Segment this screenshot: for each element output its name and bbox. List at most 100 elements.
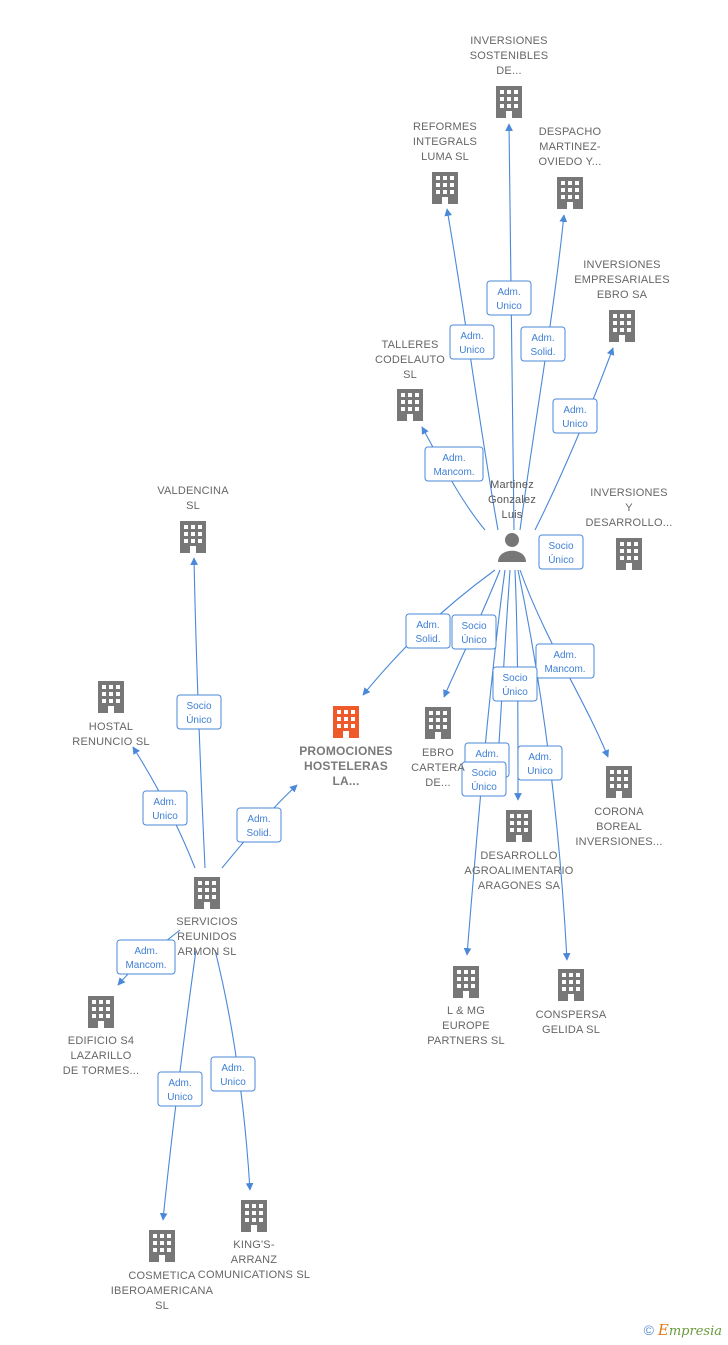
role-badge[interactable]: Adm.Unico	[449, 324, 495, 360]
node-label: INVERSIONES	[470, 35, 547, 47]
role-badge-label: Unico	[152, 811, 178, 822]
role-badge-label: Unico	[167, 1092, 193, 1103]
node-label: COSMETICA	[128, 1270, 196, 1282]
role-badge-label: Único	[471, 780, 497, 793]
node-ebro[interactable]: EBROCARTERADE...	[411, 707, 465, 789]
role-badge-label: Único	[461, 633, 487, 646]
node-label: CONSPERSA	[536, 1009, 607, 1021]
node-label: EBRO SA	[597, 289, 648, 301]
role-badge[interactable]: Adm. Unico	[517, 745, 563, 781]
role-badge[interactable]: Adm. Mancom.	[424, 446, 484, 482]
role-badge-label: Unico	[459, 345, 485, 356]
node-label: LA...	[333, 774, 360, 788]
building-icon	[425, 707, 451, 739]
role-badge-box	[461, 761, 507, 797]
node-label: HOSTELERAS	[304, 759, 388, 773]
role-badge-box	[517, 745, 563, 781]
role-badge[interactable]: Adm.Mancom.	[116, 939, 176, 975]
node-label: VALDENCINA	[157, 485, 229, 497]
role-badge[interactable]: Adm.Unico	[552, 398, 598, 434]
role-badge-label: Socio	[461, 621, 486, 632]
role-badge[interactable]: Adm.Solid.	[236, 807, 282, 843]
building-icon	[241, 1200, 267, 1232]
node-label: RENUNCIO SL	[72, 736, 149, 748]
node-label: INVERSIONES...	[575, 836, 662, 848]
role-badge-box	[486, 280, 532, 316]
node-label: PROMOCIONES	[299, 744, 393, 758]
role-badge-label: Unico	[220, 1077, 246, 1088]
role-badge[interactable]: Adm.Unico	[142, 790, 188, 826]
role-badge-label: Mancom.	[433, 467, 474, 478]
role-badge-box	[116, 939, 176, 975]
role-badge-label: Socio	[502, 673, 527, 684]
node-label: ARAGONES SA	[478, 880, 561, 892]
edge-person-to-reformes	[444, 208, 499, 531]
role-badge-label: Mancom.	[125, 960, 166, 971]
node-label: TALLERES	[381, 339, 438, 351]
node-corona[interactable]: CORONABOREALINVERSIONES...	[575, 766, 662, 848]
role-badge-box	[449, 324, 495, 360]
node-label: SERVICIOS	[176, 916, 238, 928]
role-badge[interactable]: Adm. Solid.	[520, 326, 566, 362]
role-badge-label: Solid.	[530, 347, 555, 358]
building-icon	[557, 177, 583, 209]
role-badge-box	[535, 643, 595, 679]
role-badge[interactable]: Adm.Unico	[486, 280, 532, 316]
person-icon	[498, 533, 526, 562]
role-badge[interactable]: Adm.Unico	[157, 1071, 203, 1107]
node-label: Y	[625, 502, 633, 514]
role-badge-box	[552, 398, 598, 434]
copyright-symbol: ©	[643, 1322, 654, 1338]
building-icon	[609, 310, 635, 342]
node-inv_sostenibles[interactable]: INVERSIONESSOSTENIBLESDE...	[470, 35, 549, 118]
building-icon	[333, 706, 359, 738]
building-icon	[88, 996, 114, 1028]
role-badge-box	[210, 1056, 256, 1092]
node-label: SL	[186, 500, 200, 512]
role-badge[interactable]: Adm.Mancom.	[535, 643, 595, 679]
role-badge-box	[538, 534, 584, 570]
role-badge-label: Mancom.	[544, 664, 585, 675]
role-badge[interactable]: Adm.Solid.	[405, 613, 451, 649]
role-badge-box	[236, 807, 282, 843]
role-badge-label: Adm.	[531, 333, 554, 344]
role-badge-label: Adm.	[497, 287, 520, 298]
role-badge-label: Solid.	[246, 828, 271, 839]
role-badge-label: Adm.	[442, 453, 465, 464]
node-label: Luis	[502, 509, 523, 521]
role-badge-box	[424, 446, 484, 482]
role-badge-label: Adm.	[528, 752, 551, 763]
node-valdencina[interactable]: VALDENCINA SL	[157, 485, 229, 553]
footer-brand[interactable]: ©Empresia	[644, 1321, 722, 1339]
node-label: ARMON SL	[177, 946, 236, 958]
node-label: MARTINEZ-	[539, 141, 601, 153]
node-label: COMUNICATIONS SL	[198, 1269, 310, 1281]
node-hostal[interactable]: HOSTAL RENUNCIO SL	[72, 681, 149, 748]
node-inv_desarrollo[interactable]: INVERSIONESYDESARROLLO...	[586, 487, 673, 570]
role-badge-label: Adm.	[221, 1063, 244, 1074]
building-icon	[180, 521, 206, 553]
role-badge-label: Solid.	[415, 634, 440, 645]
role-badge[interactable]: Adm. Unico	[210, 1056, 256, 1092]
node-label: HOSTAL	[89, 721, 133, 733]
role-badge-label: Unico	[527, 766, 553, 777]
node-promociones[interactable]: PROMOCIONESHOSTELERASLA...	[299, 706, 393, 788]
